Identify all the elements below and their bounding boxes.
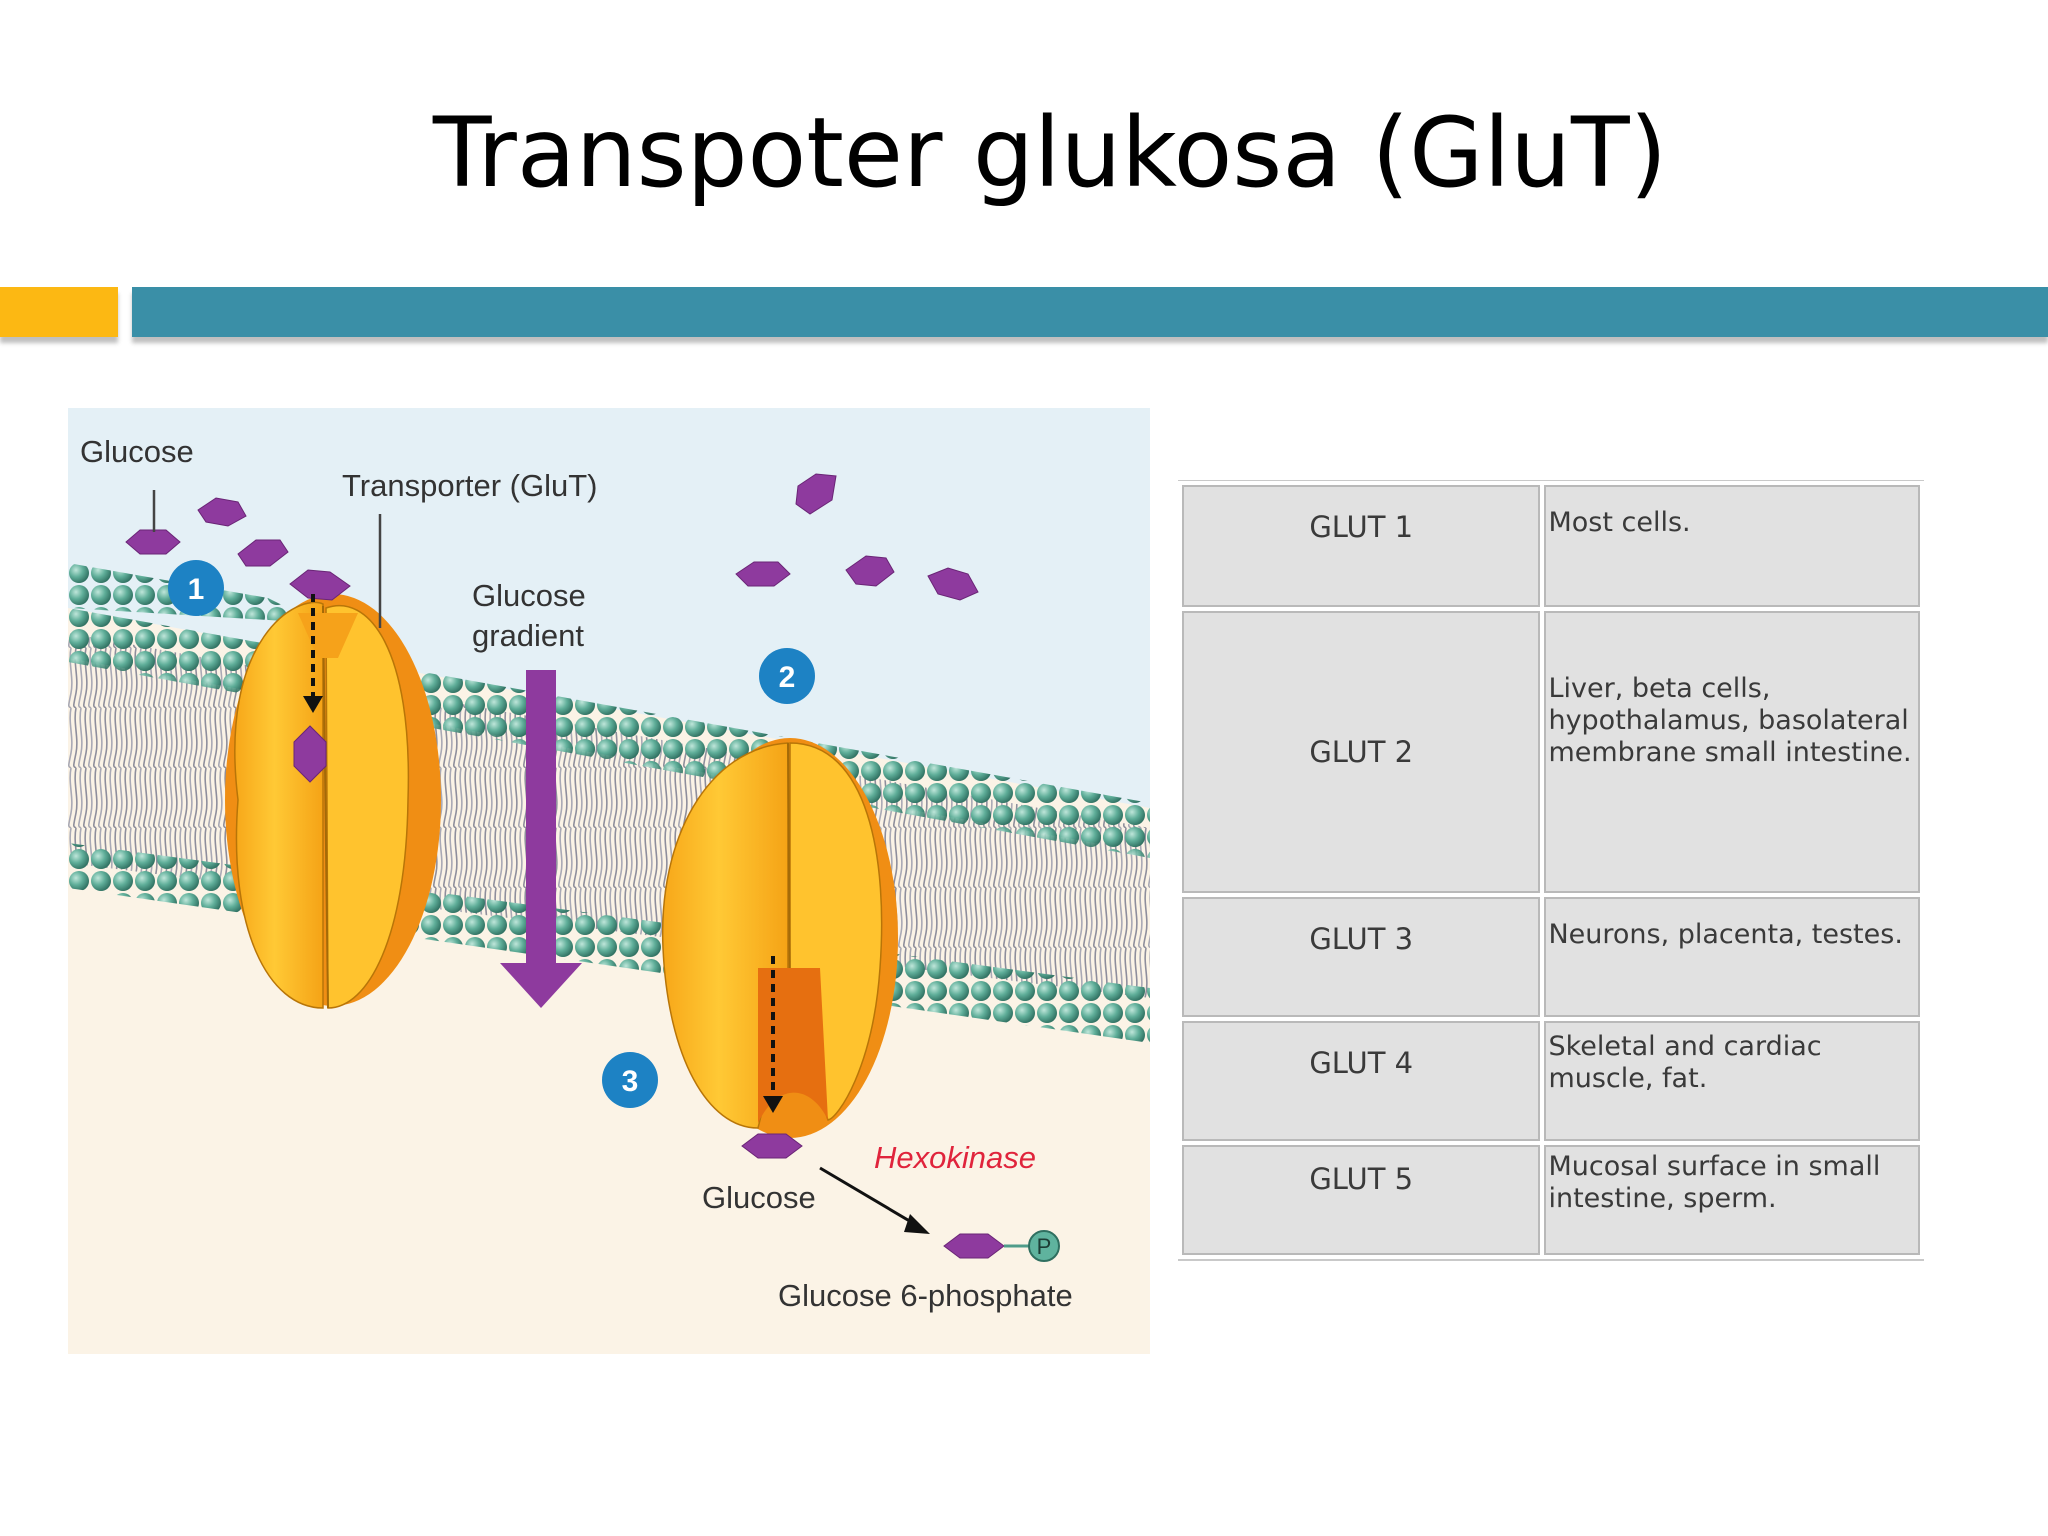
glucose-gradient-arrow [500, 670, 582, 1008]
glucose-6-phosphate-label: Glucose 6-phosphate [778, 1278, 1073, 1313]
transporter-label: Transporter (GluT) [342, 468, 598, 503]
slide-title: Transpoter glukosa (GluT) [432, 97, 1668, 209]
table-row: GLUT 5 Mucosal surface in small intestin… [1182, 1145, 1920, 1255]
glucose-molecule [927, 567, 979, 601]
glucose-molecule-cytosol [741, 1133, 803, 1159]
table-row: GLUT 4 Skeletal and cardiac muscle, fat. [1182, 1021, 1920, 1141]
phosphate-group: P [1004, 1230, 1060, 1262]
glut-location-cell: Liver, beta cells, hypothalamus, basolat… [1544, 611, 1920, 893]
phosphate-label: P [1037, 1234, 1052, 1259]
glut-name-cell: GLUT 1 [1182, 485, 1541, 607]
glut-name-cell: GLUT 4 [1182, 1021, 1541, 1141]
glut-distribution-table: GLUT 1 Most cells. GLUT 2 Liver, beta ce… [1178, 480, 1924, 1261]
glut-name-cell: GLUT 2 [1182, 611, 1541, 893]
glucose-molecule [795, 473, 837, 515]
glucose-cytosol-label: Glucose [702, 1180, 816, 1215]
step-badge-2: 2 [759, 648, 815, 704]
glucose-molecules-extracellular [125, 473, 1005, 1259]
glut-location-cell: Neurons, placenta, testes. [1544, 897, 1920, 1017]
glut-location-cell: Skeletal and cardiac muscle, fat. [1544, 1021, 1920, 1141]
hexokinase-reaction-arrow [819, 1166, 930, 1234]
glut-location-cell: Mucosal surface in small intestine, sper… [1544, 1145, 1920, 1255]
glut-name-cell: GLUT 5 [1182, 1145, 1541, 1255]
glucose-in-transporter [293, 725, 327, 783]
transporter-2 [661, 738, 898, 1138]
glucose-extracellular-label: Glucose [80, 434, 194, 469]
accent-bar [0, 287, 118, 337]
movement-arrow-1 [303, 594, 323, 713]
gradient-label-line-2: gradient [472, 618, 584, 653]
glucose-molecule [237, 539, 289, 567]
step-badge-2-label: 2 [779, 661, 796, 694]
glucose-molecule [125, 529, 181, 555]
transporter-1 [225, 594, 441, 1009]
gradient-label-line-1: Glucose [472, 578, 586, 613]
glucose-molecule [289, 569, 351, 601]
step-badge-1: 1 [168, 560, 224, 616]
step-badge-3: 3 [602, 1052, 658, 1108]
glucose-molecule [197, 497, 247, 527]
glucose-molecule [735, 561, 791, 587]
glucose-transport-diagram: P 1 2 3 Glucose Transporter (GluT) Gluco… [68, 408, 1150, 1354]
table-row: GLUT 2 Liver, beta cells, hypothalamus, … [1182, 611, 1920, 893]
table-row: GLUT 1 Most cells. [1182, 485, 1920, 607]
glut-name-cell: GLUT 3 [1182, 897, 1541, 1017]
step-badge-1-label: 1 [188, 573, 205, 606]
step-badge-3-label: 3 [622, 1065, 639, 1098]
table-row: GLUT 3 Neurons, placenta, testes. [1182, 897, 1920, 1017]
extracellular-background [68, 408, 1150, 808]
glucose-molecule [845, 555, 895, 587]
title-divider-bar [132, 287, 2048, 337]
hexokinase-label: Hexokinase [874, 1140, 1036, 1175]
movement-arrow-2 [763, 956, 783, 1113]
glut-location-cell: Most cells. [1544, 485, 1920, 607]
